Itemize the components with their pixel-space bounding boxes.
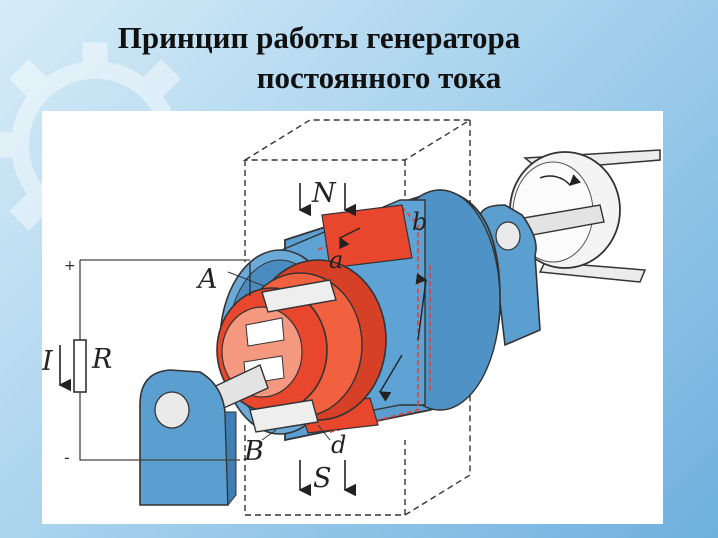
brush-a — [261, 279, 337, 313]
label-resistor: R — [91, 344, 112, 375]
external-circuit — [58, 259, 250, 461]
bearing-right — [479, 204, 541, 347]
diagram-panel: N S a b d A B I R + - — [41, 111, 663, 524]
bearing-left — [139, 369, 237, 506]
title-line-2: постоянного тока — [256, 60, 502, 95]
label-north: N — [311, 178, 337, 209]
conductor-a — [321, 204, 413, 269]
brush-b — [249, 399, 319, 433]
armature-winding — [317, 203, 431, 433]
label-a: a — [329, 246, 343, 274]
generator-diagram: N S a b d A B I R + - — [41, 119, 661, 516]
label-brush-b: B — [243, 436, 264, 467]
label-d: d — [331, 431, 346, 459]
label-b: b — [412, 208, 427, 236]
label-brush-a: A — [195, 264, 218, 295]
resistor — [73, 339, 87, 393]
title-line-1: Принцип работы генератора — [117, 20, 521, 55]
label-minus: - — [64, 448, 70, 467]
north-pole-outline — [242, 119, 473, 262]
slide-title: Принцип работы генератора постоянного то… — [0, 18, 718, 98]
label-south: S — [313, 463, 332, 494]
label-plus: + — [64, 258, 76, 274]
south-pole-outline — [244, 370, 471, 516]
label-current: I — [42, 346, 54, 377]
